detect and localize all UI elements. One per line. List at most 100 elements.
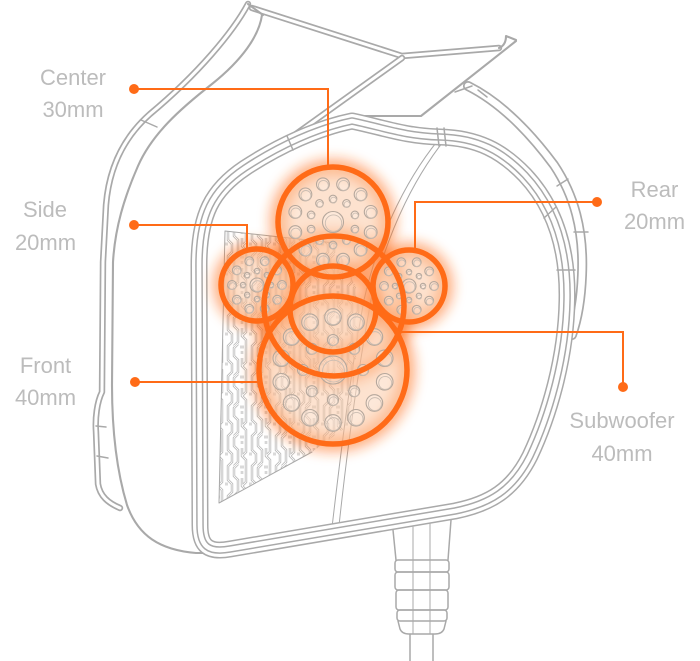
cable-inner-lines	[412, 523, 431, 635]
speaker-hole-depth	[254, 297, 261, 303]
label-subwoofer-name: Subwoofer	[569, 408, 674, 433]
speaker-hole-depth	[385, 297, 394, 306]
speaker-hole-depth	[416, 294, 422, 300]
speaker-hole-depth	[326, 311, 341, 326]
speaker-hole-depth	[303, 316, 318, 331]
speaker-hole-depth	[367, 397, 382, 412]
leader-subwoofer	[401, 331, 628, 392]
speaker-hole-depth	[420, 284, 427, 290]
speaker-hole-depth	[245, 258, 254, 267]
speaker-hole-depth	[273, 296, 282, 305]
speaker-hole-depth	[303, 411, 318, 426]
speaker-hole-depth	[290, 227, 302, 239]
speaker-hole-depth	[245, 273, 251, 279]
speaker-hole-depth	[322, 359, 345, 383]
speaker-hole-depth	[330, 242, 337, 250]
strain-relief-ring	[396, 609, 448, 622]
leader-line-side	[134, 224, 248, 250]
speaker-hole-depth	[326, 417, 341, 432]
speaker-hole-depth	[351, 226, 359, 234]
speaker-hole-depth	[308, 226, 316, 234]
speaker-ring-center	[275, 164, 391, 280]
speaker-hole-depth	[406, 298, 413, 304]
speaker-hole-depth	[378, 375, 393, 390]
leader-dot-front	[130, 377, 140, 387]
side-button-ticks	[95, 425, 109, 459]
speaker-drivers	[213, 159, 453, 452]
strain-relief-ring	[394, 559, 450, 573]
speaker-hole-depth	[330, 196, 337, 204]
speaker-hole-depth	[338, 179, 350, 191]
label-side-name: Side	[23, 197, 67, 222]
speaker-rings-layer	[218, 164, 448, 447]
speaker-hole-depth	[233, 267, 242, 276]
speaker-hole-depth	[406, 270, 413, 276]
leader-lines	[129, 84, 628, 392]
speaker-hole-depth	[233, 296, 242, 305]
speaker-ring-front	[256, 293, 410, 447]
speaker-hole-depth	[300, 190, 312, 201]
speaker-hole-depth	[392, 284, 399, 290]
speaker-hole-depth	[251, 280, 264, 293]
label-center-name: Center	[40, 65, 106, 90]
leader-line-center	[134, 88, 329, 167]
headband-connector	[246, 2, 518, 134]
label-front-name: Front	[20, 353, 71, 378]
leader-dot-side	[129, 220, 139, 230]
leader-side	[129, 220, 248, 250]
label-center: Center 30mm	[40, 65, 106, 122]
strain-relief-ring	[394, 571, 450, 591]
leader-line-rear	[414, 201, 597, 250]
speaker-cone-center	[278, 167, 388, 277]
speaker-hole-depth	[307, 387, 318, 398]
leader-center	[129, 84, 329, 167]
speaker-hole-depth	[274, 375, 289, 390]
speaker-hole-depth	[285, 397, 300, 412]
speaker-hole-depth	[245, 306, 254, 314]
outer-shell	[95, 4, 589, 555]
outer-shell-right-ticks	[556, 178, 589, 233]
speaker-hole-depth	[300, 245, 312, 257]
label-front: Front 40mm	[15, 353, 76, 410]
speaker-hole-depth	[328, 396, 339, 406]
label-side: Side 20mm	[15, 197, 76, 255]
label-rear: Rear 20mm	[624, 177, 685, 234]
headband-shell-joint	[454, 85, 488, 98]
speaker-hole-depth	[316, 201, 324, 208]
speaker-hole-depth	[365, 207, 377, 219]
label-side-size: 20mm	[15, 230, 76, 255]
speaker-hole-depth	[380, 283, 389, 291]
speaker-ring-subwoofer-outer	[261, 233, 407, 379]
speaker-hole-depth	[308, 212, 316, 220]
speaker-hole-depth	[328, 336, 339, 346]
leader-dot-rear	[592, 197, 602, 207]
speaker-hole-depth	[365, 227, 377, 239]
leader-dot-center	[129, 84, 139, 94]
speaker-hole-depth	[324, 214, 343, 232]
label-center-size: 30mm	[42, 97, 103, 122]
leader-dot-subwoofer	[618, 382, 628, 392]
headband-top-cap	[246, 2, 265, 17]
speaker-hole-depth	[349, 316, 364, 331]
label-rear-size: 20mm	[624, 209, 685, 234]
speaker-hole-depth	[261, 258, 270, 267]
speaker-hole-depth	[367, 331, 382, 346]
speaker-hole-depth	[349, 387, 360, 398]
outer-shell-seam-tick	[140, 119, 158, 128]
strain-relief-ring	[395, 589, 449, 611]
leader-rear	[414, 197, 602, 250]
leader-line-subwoofer	[401, 331, 624, 387]
speaker-hole-depth	[349, 411, 364, 426]
cable	[392, 519, 452, 661]
speaker-hole-depth	[430, 283, 439, 291]
speaker-hole-depth	[355, 190, 367, 201]
speaker-hole-depth	[351, 212, 359, 220]
speaker-hole-depth	[425, 268, 434, 277]
speaker-hole-depth	[290, 207, 302, 219]
earcup-rim	[199, 121, 576, 550]
speaker-hole-depth	[343, 201, 351, 208]
leader-front	[130, 377, 260, 387]
speaker-ring-side	[218, 246, 296, 324]
outer-shell-inner-edge	[110, 13, 264, 555]
earcup-rim-ticks	[286, 127, 576, 271]
